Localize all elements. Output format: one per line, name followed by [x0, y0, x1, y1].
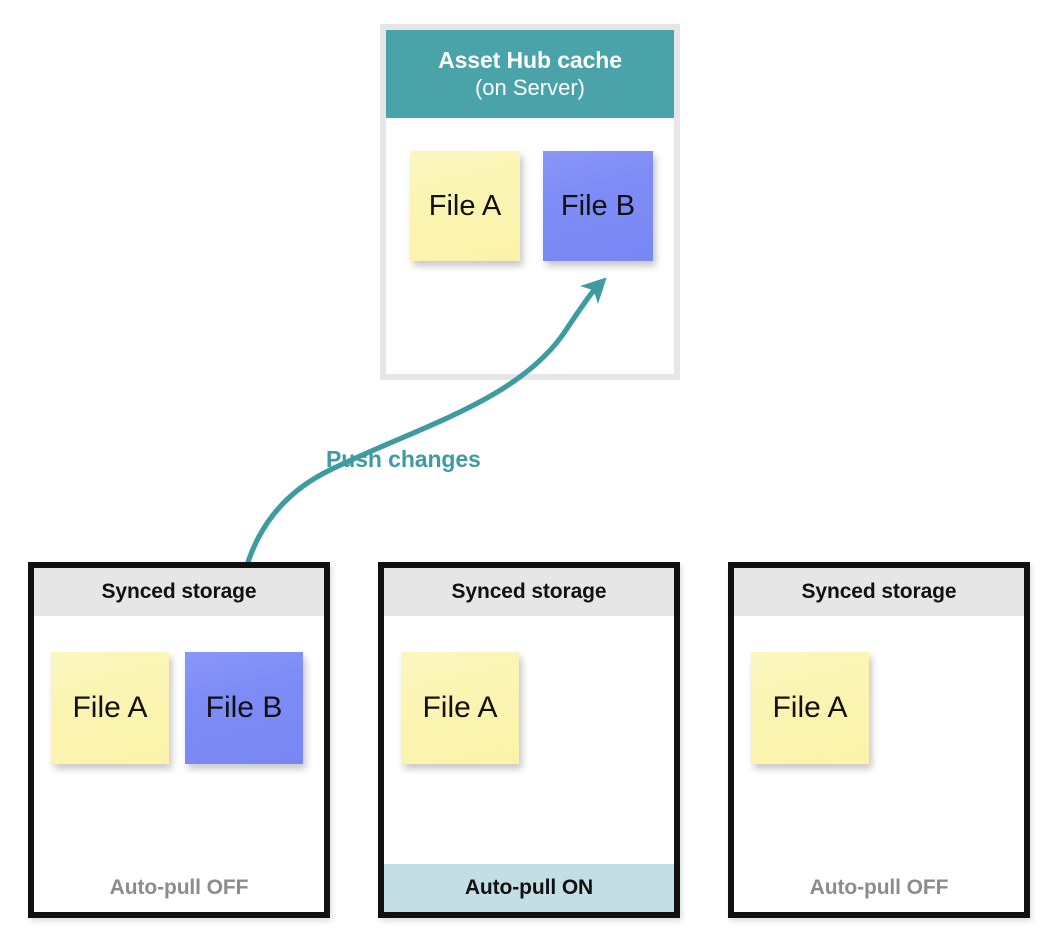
store1-note-file-b[interactable]: File B [185, 652, 303, 764]
synced-storage-box-2: Synced storage File A Auto-pull ON [378, 562, 680, 918]
auto-pull-status-2: Auto-pull ON [384, 864, 674, 912]
auto-pull-status-1: Auto-pull OFF [34, 864, 324, 912]
auto-pull-label-1: Auto-pull OFF [109, 876, 249, 899]
synced-storage-body-1: File A File B [34, 616, 324, 864]
synced-storage-label-3: Synced storage [801, 580, 957, 603]
asset-hub-cache-panel: Asset Hub cache (on Server) File A File … [380, 24, 680, 380]
synced-storage-label-1: Synced storage [101, 580, 257, 603]
auto-pull-label-2: Auto-pull ON [464, 876, 594, 899]
synced-storage-label-2: Synced storage [451, 580, 607, 603]
auto-pull-label-3: Auto-pull OFF [809, 876, 949, 899]
hub-note-file-b[interactable]: File B [543, 151, 653, 261]
auto-pull-status-3: Auto-pull OFF [734, 864, 1024, 912]
synced-storage-body-3: File A [734, 616, 1024, 864]
asset-hub-subtitle: (on Server) [474, 74, 586, 100]
store1-note-file-a[interactable]: File A [51, 652, 169, 764]
hub-note-file-a[interactable]: File A [410, 151, 520, 261]
store3-note-file-a[interactable]: File A [751, 652, 869, 764]
synced-storage-header-1: Synced storage [34, 568, 324, 616]
store2-note-file-a[interactable]: File A [401, 652, 519, 764]
synced-storage-body-2: File A [384, 616, 674, 864]
push-changes-label: Push changes [326, 446, 481, 472]
synced-storage-box-3: Synced storage File A Auto-pull OFF [728, 562, 1030, 918]
synced-storage-header-3: Synced storage [734, 568, 1024, 616]
asset-hub-title: Asset Hub cache [438, 47, 622, 74]
asset-hub-body: File A File B [386, 118, 674, 374]
synced-storage-box-1: Synced storage File A File B Auto-pull O… [28, 562, 330, 918]
asset-hub-header: Asset Hub cache (on Server) [386, 30, 674, 118]
synced-storage-header-2: Synced storage [384, 568, 674, 616]
